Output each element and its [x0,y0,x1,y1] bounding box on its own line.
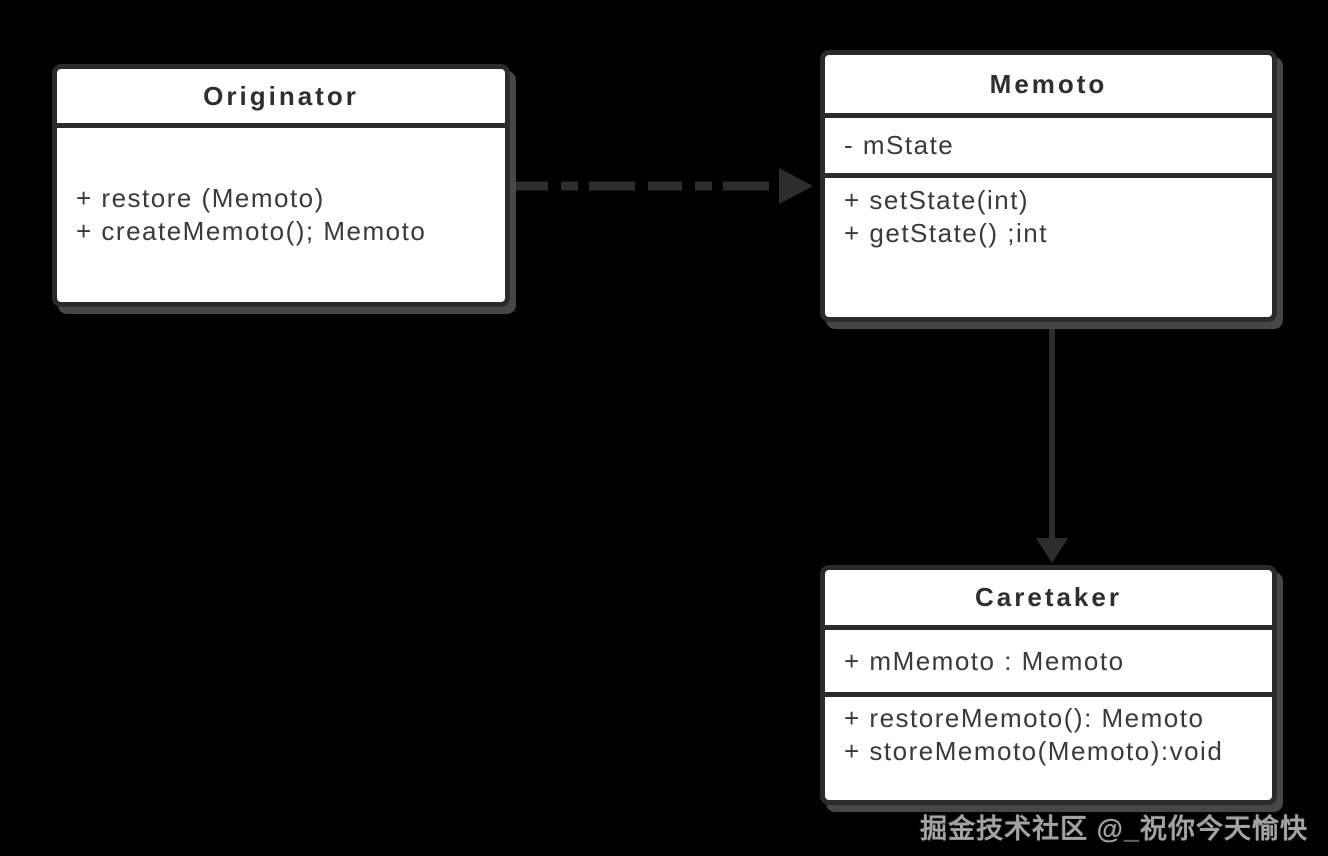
arrowhead-right-icon [779,168,813,204]
juejin-watermark: 掘金技术社区 @_祝你今天愉快 [920,814,1308,844]
attribute-item: + mMemoto : Memoto [844,645,1125,676]
class-title-memoto: Memoto [825,55,1272,118]
methods-compartment-originator: + restore (Memoto) + createMemoto(); Mem… [57,128,505,302]
class-box-originator: Originator + restore (Memoto) + createMe… [52,64,510,307]
method-item: + createMemoto(); Memoto [76,216,427,246]
attribute-item: - mState [844,130,955,160]
class-title-caretaker: Caretaker [825,570,1272,630]
class-title-originator: Originator [57,69,505,128]
method-item: + getState() ;int [844,218,1048,248]
method-item: + restoreMemoto(): Memoto [844,703,1205,733]
class-box-memoto: Memoto - mState + setState(int) + getSta… [820,50,1277,322]
attributes-compartment-memoto: - mState [825,118,1272,178]
association-line-memoto-to-caretaker [1036,318,1068,563]
arrowhead-down-icon [1036,538,1068,563]
method-item: + restore (Memoto) [76,183,325,213]
method-item: + setState(int) [844,185,1030,215]
dependency-arrow-originator-to-memoto [514,168,813,204]
class-box-caretaker: Caretaker + mMemoto : Memoto + restoreMe… [820,565,1277,805]
methods-compartment-memoto: + setState(int) + getState() ;int [825,178,1272,317]
method-item: + storeMemoto(Memoto):void [844,736,1224,766]
methods-compartment-caretaker: + restoreMemoto(): Memoto + storeMemoto(… [825,697,1272,800]
attributes-compartment-caretaker: + mMemoto : Memoto [825,630,1272,697]
